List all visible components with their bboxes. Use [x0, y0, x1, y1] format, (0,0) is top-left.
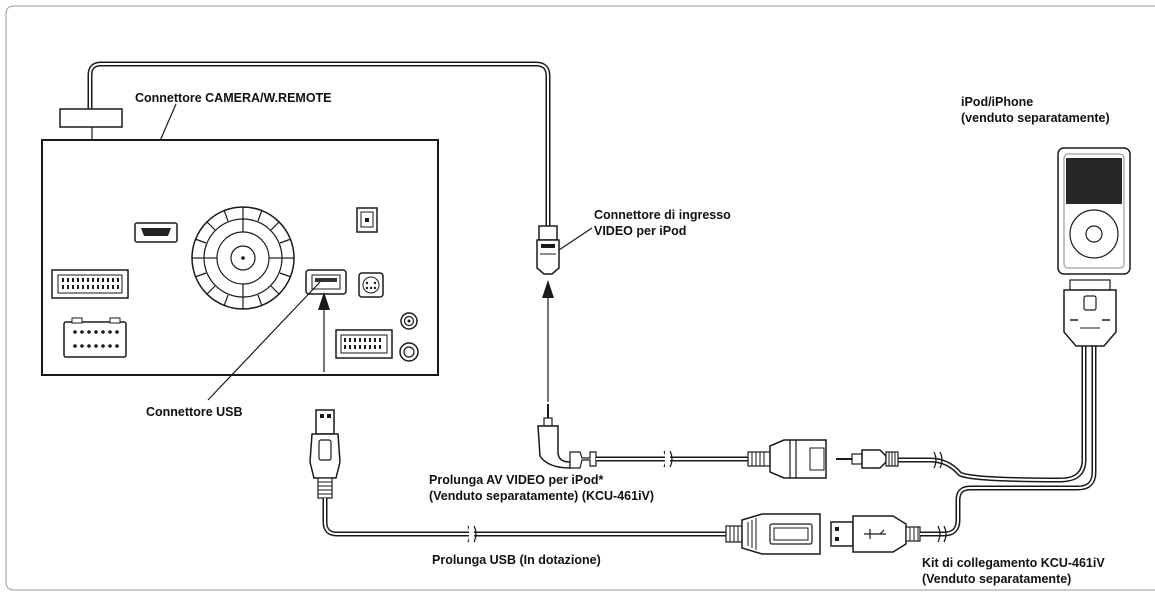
video-input-label-line2: VIDEO per iPod [594, 224, 687, 238]
av-extension-cable [537, 404, 827, 479]
av-extension-label-line1: Prolunga AV VIDEO per iPod* [429, 473, 604, 487]
usb-extension-cable [309, 409, 821, 555]
power-port [63, 317, 127, 358]
mini-jack-plug [836, 449, 899, 469]
fan-vent [191, 206, 295, 310]
camera-connector-label: Connettore CAMERA/W.REMOTE [135, 91, 332, 105]
kit-cables [898, 345, 1097, 543]
usb-connector-label: Connettore USB [146, 405, 243, 419]
hdmi-port [134, 222, 178, 243]
dock-connector [1063, 279, 1117, 347]
audio-port [335, 329, 393, 359]
kit-label-line1: Kit di collegamento KCU-461iV [922, 556, 1105, 570]
ipod-device [1057, 147, 1131, 275]
optical-port [356, 207, 378, 233]
video-input-label-line1: Connettore di ingresso [594, 208, 731, 222]
head-unit [41, 139, 439, 376]
kit-usb-plug [830, 515, 921, 553]
antenna-port [399, 312, 419, 362]
av-extension-label-line2: (Venduto separatamente) (KCU-461iV) [429, 489, 655, 503]
camera-port [51, 269, 129, 299]
kit-label-line2: (Venduto separatamente) [922, 572, 1072, 586]
ipod-label-line1: iPod/iPhone [961, 95, 1034, 109]
round-din-port [358, 272, 384, 298]
usb-extension-label: Prolunga USB (In dotazione) [432, 553, 601, 567]
video-input-connector [536, 225, 560, 275]
camera-connector-box [59, 108, 123, 128]
ipod-label-line2: (venduto separatamente) [961, 111, 1110, 125]
usb-port [305, 269, 347, 295]
